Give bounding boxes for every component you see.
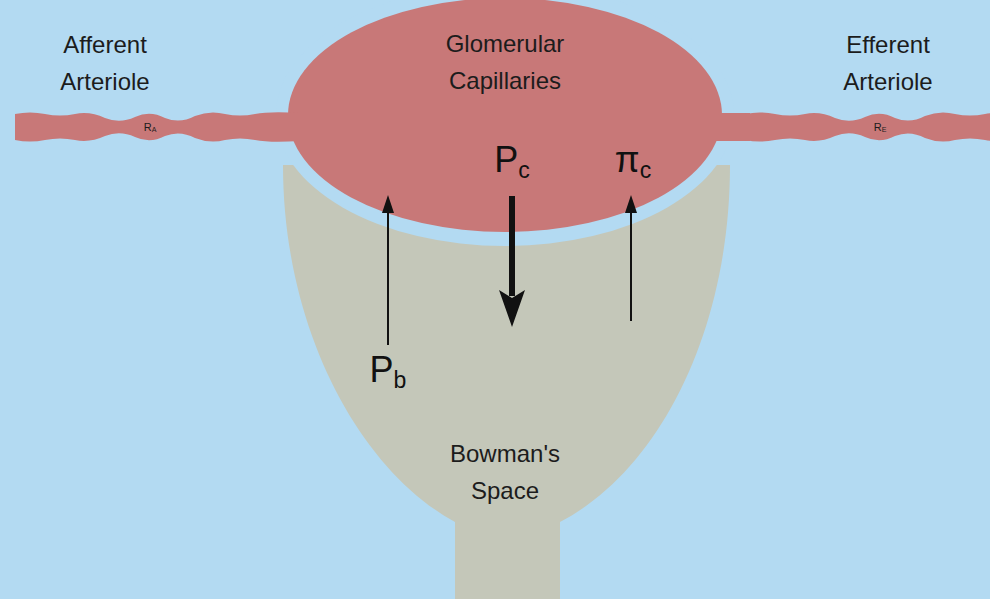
- pic-arrow-head: [625, 195, 637, 213]
- glomerular-capillaries: Glomerular Capillaries: [276, 0, 734, 246]
- efferent-arteriole: Efferent ArterioleRE: [700, 20, 990, 145]
- resistance-label: RE: [874, 122, 887, 133]
- arteriole-label: Efferent Arteriole: [803, 26, 973, 100]
- bowmans-space: Bowman's Space: [283, 160, 730, 599]
- pressure-label: Pc: [494, 142, 530, 178]
- pressure-label: πc: [615, 142, 651, 178]
- pressure-label: Pb: [370, 352, 407, 388]
- space-label: Bowman's Space: [415, 435, 595, 509]
- arteriole-label: Afferent Arteriole: [20, 26, 190, 100]
- pb-arrow-head: [382, 195, 394, 213]
- capillaries-label: Glomerular Capillaries: [420, 25, 590, 99]
- pic-arrow-shaft: [630, 208, 632, 321]
- pc-arrow-shaft: [509, 196, 515, 296]
- pc-arrow-head: [499, 290, 525, 327]
- afferent-arteriole: Afferent ArterioleRA: [0, 20, 310, 145]
- pb-arrow-shaft: [387, 208, 389, 345]
- resistance-label: RA: [144, 122, 157, 133]
